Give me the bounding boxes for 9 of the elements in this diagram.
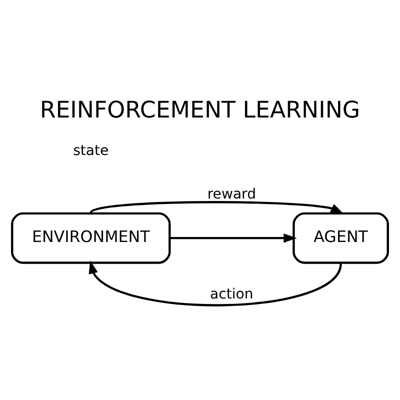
edge-label: action <box>210 286 254 302</box>
node-box: ENVIRONMENT <box>11 212 171 264</box>
edge-label: reward <box>207 186 256 202</box>
arrow <box>170 232 297 242</box>
label: state <box>73 142 109 159</box>
arrow <box>88 260 342 306</box>
node-box: AGENT <box>292 212 389 264</box>
arrow <box>90 200 344 214</box>
diagram-title: REINFORCEMENT LEARNING <box>40 96 360 123</box>
